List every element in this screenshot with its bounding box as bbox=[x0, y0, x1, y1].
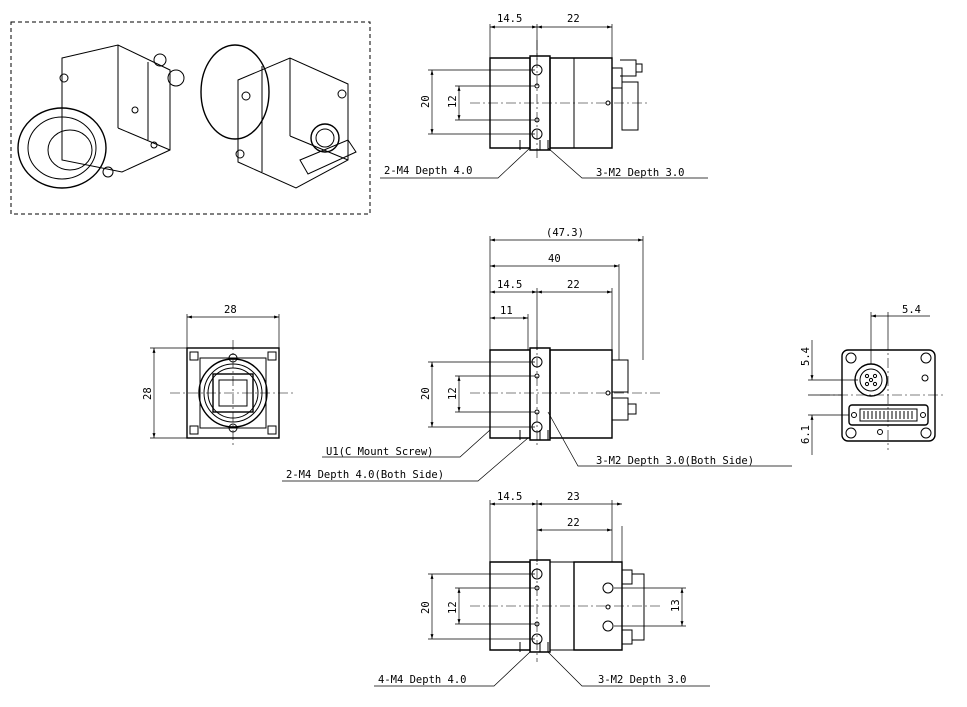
side-note-m4: 2-M4 Depth 4.0(Both Side) bbox=[286, 469, 444, 481]
bottom-dim-12: 12 bbox=[447, 601, 459, 614]
front-dim-28-width: 28 bbox=[224, 304, 237, 316]
camera-perspective-rear bbox=[200, 44, 357, 189]
side-note-screw: U1(C Mount Screw) bbox=[326, 446, 433, 458]
bottom-dim-13: 13 bbox=[670, 599, 682, 612]
camera-perspective-front bbox=[17, 44, 185, 189]
side-dim-20: 20 bbox=[420, 387, 432, 400]
rear-dim-6-1: 6.1 bbox=[800, 425, 812, 444]
side-view: (47.3) 40 14.5 22 11 20 12 U1(C Mount Sc… bbox=[282, 227, 792, 482]
side-dim-22: 22 bbox=[567, 279, 580, 291]
bottom-view: 14.5 23 22 20 12 13 4-M4 Depth 4.0 3-M2 … bbox=[374, 491, 710, 687]
perspective-views bbox=[10, 21, 371, 215]
bottom-note-m4: 4-M4 Depth 4.0 bbox=[378, 674, 467, 686]
top-note-m2: 3-M2 Depth 3.0 bbox=[596, 167, 685, 179]
side-dim-14-5: 14.5 bbox=[497, 279, 522, 291]
rear-dim-5-4-vertical: 5.4 bbox=[800, 347, 812, 366]
top-dim-12: 12 bbox=[447, 95, 459, 108]
side-note-m2: 3-M2 Depth 3.0(Both Side) bbox=[596, 455, 754, 467]
bottom-dim-23: 23 bbox=[567, 491, 580, 503]
bottom-dim-22: 22 bbox=[567, 517, 580, 529]
front-view: 28 28 bbox=[142, 304, 296, 446]
rear-dim-5-4-horizontal: 5.4 bbox=[902, 304, 921, 316]
perspective-frame bbox=[10, 21, 371, 215]
bottom-dim-14-5: 14.5 bbox=[497, 491, 522, 503]
bottom-note-m2: 3-M2 Depth 3.0 bbox=[598, 674, 687, 686]
top-dim-14-5: 14.5 bbox=[497, 13, 522, 25]
bottom-dim-20: 20 bbox=[420, 601, 432, 614]
top-dim-22: 22 bbox=[567, 13, 580, 25]
side-dim-11: 11 bbox=[500, 305, 513, 317]
top-note-m4: 2-M4 Depth 4.0 bbox=[384, 165, 473, 177]
front-dim-28-height: 28 bbox=[142, 387, 154, 400]
top-view: 14.5 22 20 12 2-M4 Depth 4.0 3-M2 Depth … bbox=[380, 13, 708, 179]
rear-view: 5.4 5.4 6.1 bbox=[800, 304, 946, 455]
side-dim-12: 12 bbox=[447, 387, 459, 400]
side-dim-40: 40 bbox=[548, 253, 561, 265]
side-dim-47-3: (47.3) bbox=[546, 227, 584, 239]
top-dim-20: 20 bbox=[420, 95, 432, 108]
